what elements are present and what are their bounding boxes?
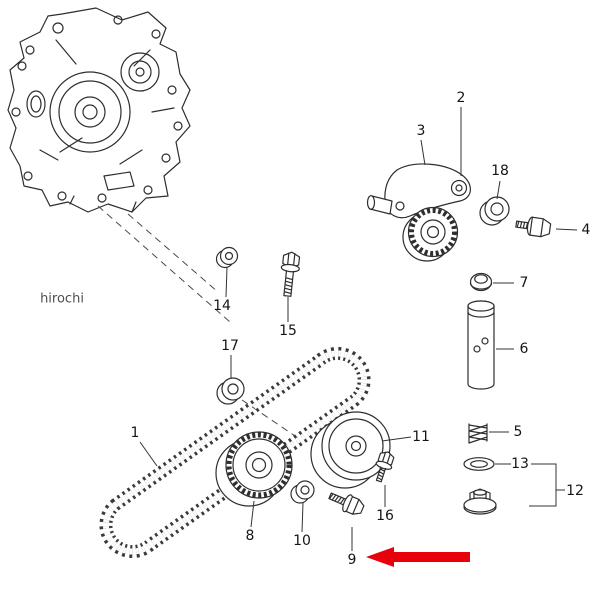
bolt-9 <box>328 492 365 515</box>
part-label-18: 18 <box>491 163 509 179</box>
washer-13 <box>463 457 495 471</box>
cam-chain <box>99 346 371 559</box>
leader-line-11 <box>381 436 412 442</box>
bolt-15 <box>280 251 301 297</box>
sealing-plug <box>463 488 497 515</box>
leader-line-4 <box>555 228 578 231</box>
exploded-guide-lines <box>97 205 299 439</box>
leader-line-1 <box>139 441 158 467</box>
part-label-2: 2 <box>456 90 466 106</box>
washer-18 <box>479 196 510 226</box>
watermark-text: hirochi <box>40 291 84 307</box>
leader-line-18 <box>496 180 501 200</box>
leader-line-8 <box>250 500 255 528</box>
part-label-12: 12 <box>566 483 584 499</box>
part-label-6: 6 <box>519 341 529 357</box>
leader-line-10 <box>301 502 304 533</box>
washer-17 <box>216 377 245 405</box>
part-label-9: 9 <box>347 552 357 568</box>
leader-line-3 <box>420 139 426 166</box>
tensioner-body <box>467 300 495 390</box>
drive-rotor <box>310 411 391 489</box>
part-label-16: 16 <box>376 508 394 524</box>
part-label-1: 1 <box>130 425 140 441</box>
part-label-8: 8 <box>245 528 255 544</box>
part-label-13: 13 <box>511 456 529 472</box>
bolt-16 <box>375 451 395 483</box>
tensioner-spring <box>468 423 488 444</box>
leader-bracket-12 <box>529 463 565 507</box>
part-label-4: 4 <box>581 222 591 238</box>
part-label-5: 5 <box>513 424 523 440</box>
part-label-17: 17 <box>221 338 239 354</box>
part-label-7: 7 <box>519 275 529 291</box>
tensioner-arm-assembly <box>366 163 471 262</box>
engine-crankcase-drawing <box>7 7 191 213</box>
washer-10 <box>290 480 315 504</box>
bolt-4 <box>515 216 552 238</box>
part-label-14: 14 <box>213 298 231 314</box>
leader-lines <box>139 107 578 551</box>
washer-14 <box>215 246 239 269</box>
cam-sprocket <box>215 431 293 507</box>
part-label-3: 3 <box>416 123 426 139</box>
tensioner-cap <box>469 272 493 292</box>
part-label-11: 11 <box>412 429 430 445</box>
leader-line-14 <box>225 266 228 298</box>
red-arrow-annotation <box>366 547 470 567</box>
part-label-10: 10 <box>293 533 311 549</box>
part-label-15: 15 <box>279 323 297 339</box>
